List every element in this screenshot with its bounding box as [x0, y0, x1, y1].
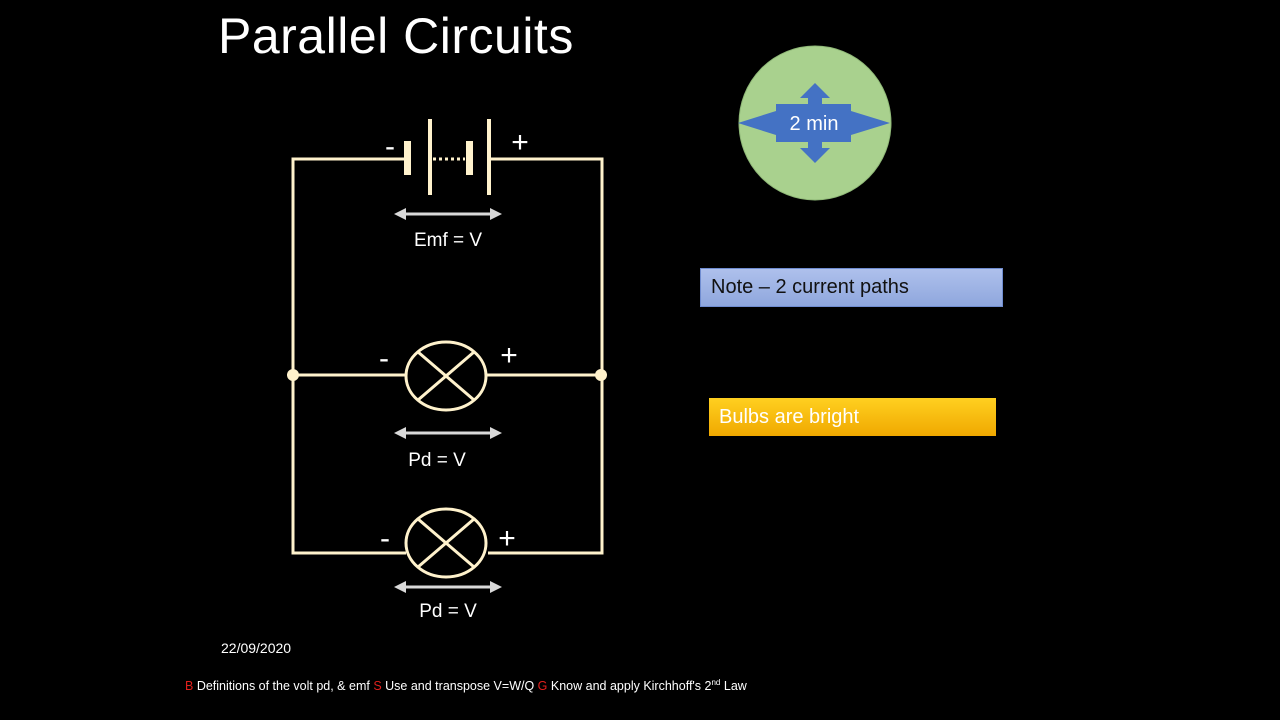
note-bulbs-bright: Bulbs are bright [709, 398, 996, 436]
bulb-1-positive-sign: + [500, 339, 518, 372]
bronze-objective: Definitions of the volt pd, & emf [196, 679, 370, 694]
bulb-2-negative-sign: - [380, 522, 390, 555]
junction-left [287, 369, 299, 381]
silver-objective: Use and transpose V=W/Q [385, 679, 535, 694]
battery-icon [404, 119, 491, 195]
slide-date: 22/09/2020 [221, 640, 292, 656]
four-way-arrow-icon [738, 83, 890, 163]
gold-marker: G [537, 679, 548, 694]
emf-label: Emf = V [414, 230, 482, 251]
bulb-1-icon [404, 340, 488, 412]
battery-negative-sign: - [385, 130, 395, 163]
circuit-wires [291, 157, 604, 555]
gold-objective: Know and apply Kirchhoff's 2nd Law [550, 678, 747, 694]
bulb-2-positive-sign: + [498, 522, 516, 555]
battery-positive-sign: + [511, 126, 529, 159]
note-current-paths: Note – 2 current paths [700, 268, 1003, 307]
page-title: Parallel Circuits [218, 8, 574, 64]
pd-2-label: Pd = V [419, 601, 477, 622]
bulb-2-icon [404, 507, 488, 579]
junction-right [595, 369, 607, 381]
learning-objectives: B Definitions of the volt pd, & emf S Us… [185, 678, 747, 693]
timer-label: 2 min [790, 113, 839, 135]
bronze-marker: B [185, 679, 194, 694]
silver-marker: S [373, 679, 382, 694]
bulb-1-negative-sign: - [379, 342, 389, 375]
timer-badge: 2 min [738, 45, 892, 201]
pd-1-label: Pd = V [408, 450, 466, 471]
